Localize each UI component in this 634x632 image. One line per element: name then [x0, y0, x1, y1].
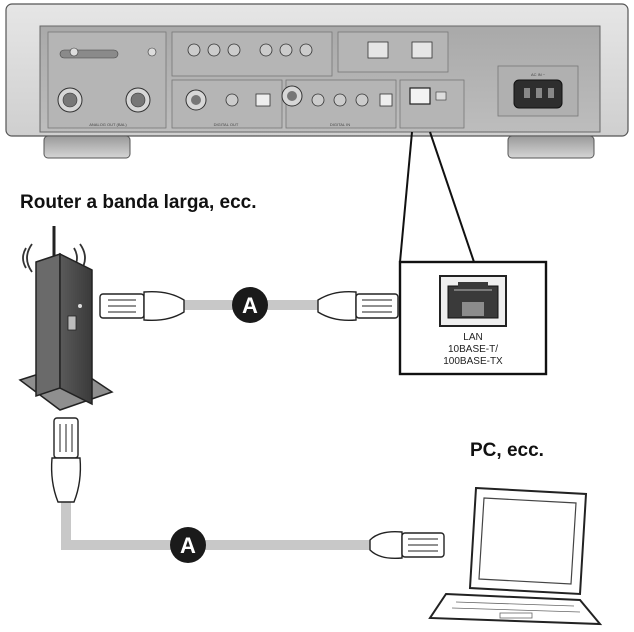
- rj45-connector-icon: [99, 290, 185, 322]
- rj45-connector-icon: [317, 290, 399, 322]
- lan-label-line2: 10BASE-T/: [448, 344, 498, 355]
- cable-badge-bottom-label: A: [180, 533, 196, 558]
- device-rear-panel: ANALOG OUT (BAL) DIGITAL OUT DIGITAL: [5, 3, 629, 159]
- cable-badge-bottom: A: [170, 527, 206, 563]
- digital-in-label: DIGITAL IN: [330, 122, 350, 127]
- cable-badge-top: A: [232, 287, 268, 323]
- lan-port-callout: LAN 10BASE-T/ 100BASE-TX: [398, 260, 548, 376]
- laptop-icon: [428, 486, 603, 626]
- device-foot-left: [43, 135, 131, 159]
- ac-in-label: AC IN ~: [531, 72, 546, 77]
- router-label: Router a banda larga, ecc.: [20, 192, 257, 213]
- analog-out-label: ANALOG OUT (BAL): [89, 122, 127, 127]
- lan-label-line1: LAN: [463, 332, 482, 343]
- cable-badge-top-label: A: [242, 293, 258, 318]
- lan-cable-bottom: A: [50, 417, 445, 563]
- rj45-connector-icon: [50, 417, 82, 503]
- router-icon: [18, 226, 114, 411]
- callout-lines: [399, 131, 475, 263]
- input-output-section: DIGITAL OUT DIGITAL IN: [171, 31, 397, 129]
- rj45-connector-icon: [369, 530, 445, 560]
- analog-out-section: ANALOG OUT (BAL): [47, 31, 167, 129]
- pc-label: PC, ecc.: [470, 440, 544, 461]
- device-foot-right: [507, 135, 595, 159]
- lan-port-small: [409, 87, 431, 105]
- ac-inlet: AC IN ~: [497, 65, 579, 117]
- ethernet-port-icon: [439, 275, 507, 327]
- lan-label-line3: 100BASE-TX: [443, 356, 503, 367]
- digital-out-label: DIGITAL OUT: [214, 122, 239, 127]
- network-section: [337, 31, 465, 129]
- lan-cable-top: A: [99, 287, 399, 323]
